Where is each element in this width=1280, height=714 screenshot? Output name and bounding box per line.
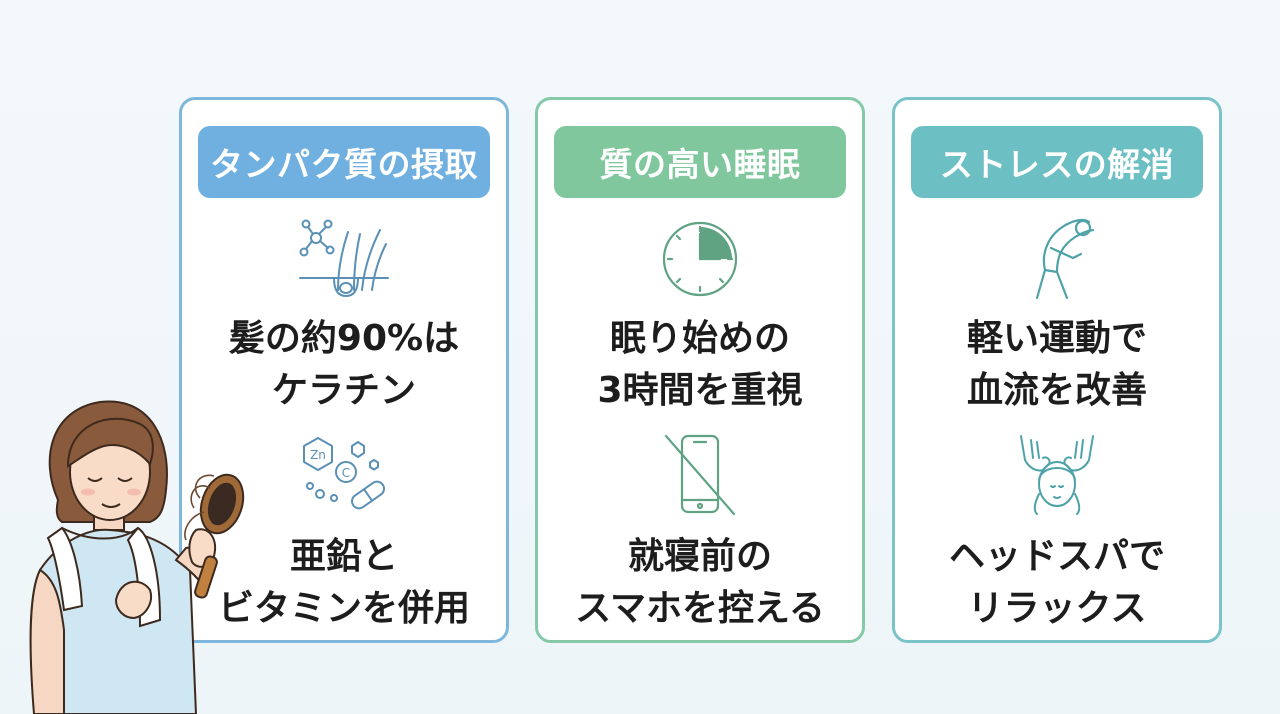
tip-line: ビタミンを併用: [217, 588, 470, 629]
tip-line: 軽い運動で: [966, 318, 1147, 359]
tip-keratin: 髪の約90%は ケラチン: [182, 313, 506, 417]
tip-line: リラックス: [967, 588, 1147, 629]
keratin-hair-molecule-icon: [299, 219, 389, 297]
tip-line: 血流を改善: [966, 370, 1147, 411]
tip-line: 3時間を重視: [597, 370, 803, 411]
tip-first-three-hours: 眠り始めの 3時間を重視: [538, 313, 862, 417]
stretching-person-icon: [1035, 218, 1095, 300]
tip-line: ヘッドスパで: [948, 536, 1165, 577]
tip-line: 就寝前の: [627, 536, 772, 577]
tip-line: 眠り始めの: [609, 318, 790, 359]
icon-label-zn: Zn: [310, 448, 326, 462]
tip-line: 髪の約90%は: [228, 318, 460, 359]
tip-line: ケラチン: [271, 370, 416, 411]
card-stress: ストレスの解消 軽い運動で 血流を改善 ヘッドスパで リラックス: [892, 97, 1222, 643]
zinc-vitamin-capsule-icon: Zn C: [303, 437, 386, 510]
tip-light-exercise: 軽い運動で 血流を改善: [895, 313, 1219, 417]
card-title: ストレスの解消: [911, 126, 1203, 198]
tip-line: スマホを控える: [575, 588, 825, 629]
tip-head-spa: ヘッドスパで リラックス: [895, 531, 1219, 635]
clock-icon: [662, 221, 738, 297]
tip-line: 亜鉛と: [289, 536, 398, 577]
card-title: タンパク質の摂取: [198, 126, 490, 198]
card-protein: タンパク質の摂取 髪の約90%は ケラチン Zn C 亜鉛と: [179, 97, 509, 643]
no-smartphone-icon: [664, 434, 736, 516]
head-spa-massage-icon: [1020, 435, 1094, 515]
tip-zinc-vitamin: 亜鉛と ビタミンを併用: [182, 531, 506, 635]
icon-label-c: C: [342, 466, 350, 480]
card-sleep: 質の高い睡眠 眠り始めの 3時間を重視 就寝前の スマホを控える: [535, 97, 865, 643]
woman-with-hairbrush-illustration: [29, 400, 245, 714]
card-title: 質の高い睡眠: [554, 126, 846, 198]
tip-avoid-smartphone: 就寝前の スマホを控える: [538, 531, 862, 635]
